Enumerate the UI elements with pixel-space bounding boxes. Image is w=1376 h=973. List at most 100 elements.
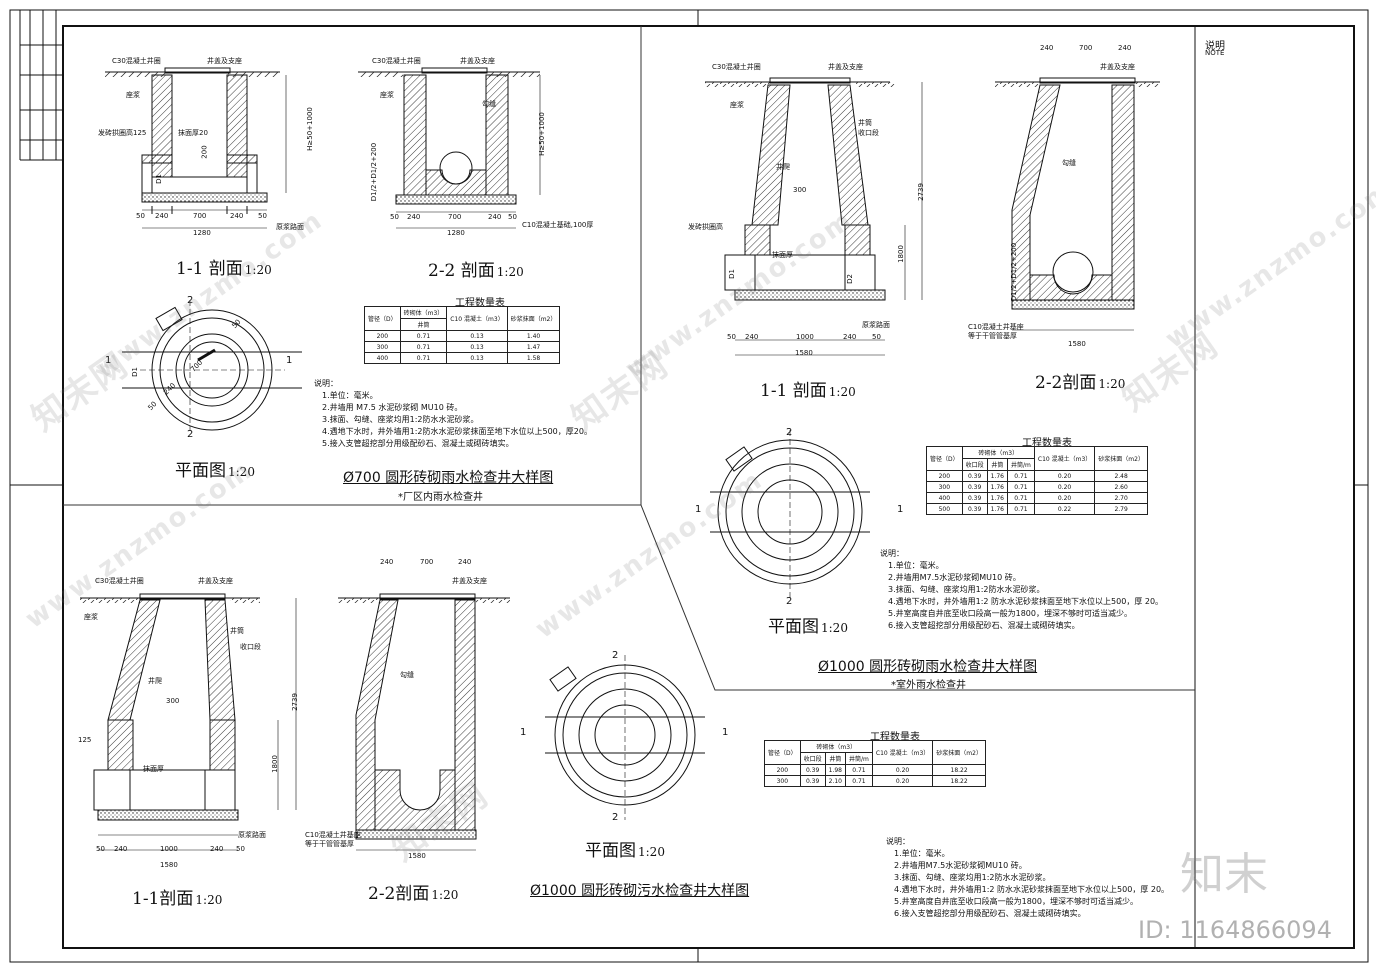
d1000r-s2-base-1: C10混凝土井基座 [968, 323, 1024, 331]
d1000r-plan-mark-2-top: 2 [786, 427, 793, 438]
d700-plan-mark-2-top: 2 [187, 295, 194, 306]
d700-s2-dim-4: 50 [508, 213, 517, 221]
d1000r-s1-dim-1: 240 [745, 333, 759, 341]
d1000s-section-2-2 [338, 593, 510, 851]
d1000r-s2-dim-2: 240 [1118, 44, 1132, 52]
d700-s1-dim-1: 240 [155, 212, 169, 220]
d1000s-s1-h1: 2739 [290, 693, 299, 711]
d1000r-s1-d2: D2 [845, 274, 854, 284]
d1000r-qty-h2: C10 混凝土（m3） [1033, 446, 1096, 471]
brand-logo: 知末 [1180, 849, 1268, 900]
d700-plan-mark-2-bottom: 2 [187, 429, 194, 440]
d700-s1-dim-0: 50 [136, 212, 145, 220]
d1000r-s2-dim-0: 240 [1040, 44, 1054, 52]
d1000s-plan [545, 655, 705, 820]
d1000s-s2-base-1: C10混凝土井基座 [305, 831, 361, 839]
d700-plan-mark-1-right: 1 [286, 355, 293, 366]
d700-s1-dim-4: 50 [258, 212, 267, 220]
d700-s1-total: 1280 [193, 229, 211, 237]
d700-s1-cover-label: 井盖及支座 [207, 57, 242, 65]
panel-dividers [63, 26, 1195, 691]
d1000r-plan-mark-1-right: 1 [897, 504, 904, 515]
d1000r-section-1-1 [705, 77, 923, 356]
d1000s-s2-channel-label: 勾缝 [400, 671, 414, 679]
d1000r-s1-step-label: 井爬 [776, 163, 790, 171]
d700-subtitle: *厂区内雨水检查井 [398, 492, 483, 503]
d700-section-1-1 [105, 67, 287, 229]
d1000r-s2-height: D1/2+D1/2+200 [1010, 242, 1019, 302]
image-id: ID: 1164866094 [1138, 916, 1332, 944]
d700-s1-mortar-label: 座浆 [126, 91, 140, 99]
d1000r-plan [710, 430, 870, 600]
d1000r-s2-cover-label: 井盖及支座 [1100, 63, 1135, 71]
d1000s-s2-dim-0: 240 [380, 558, 394, 566]
d700-s1-ring-label: C30混凝土井圈 [112, 57, 161, 65]
d1000r-s1-dim-0: 50 [727, 333, 736, 341]
note-header-en: NOTE [1205, 49, 1225, 57]
d1000r-s2-dim-1: 700 [1079, 44, 1093, 52]
d1000r-qty-h3: 砂浆抹面（m2） [1094, 446, 1148, 471]
d700-qty-title: 工程数量表 [455, 298, 505, 309]
d1000s-s1-h2: 1800 [270, 755, 279, 773]
d1000s-qty-table: 管径（D）砖砌体（m3）C10 混凝土（m3）砂浆抹面（m2） 收口段井筒井筒/… [764, 740, 986, 787]
d1000r-s2-base-2: 等于干管管基厚 [968, 332, 1017, 340]
d1000s-s1-dim-2: 1000 [160, 845, 178, 853]
d1000s-s1-dim-3: 240 [210, 845, 224, 853]
d1000s-qty-title: 工程数量表 [870, 732, 920, 743]
d1000r-s2-total: 1580 [1068, 340, 1086, 348]
d1000s-s1-total: 1580 [160, 861, 178, 869]
d700-s2-height: H≥50+1000 [537, 112, 546, 156]
d1000r-qty-h1: 砖砌体（m3） [961, 446, 1035, 459]
d700-s2-dim-2: 700 [448, 213, 462, 221]
d700-s1-plaster-label: 抹面厚20 [178, 129, 208, 137]
d1000r-qty-h0: 管径（D） [926, 446, 963, 471]
d700-s2-total: 1280 [447, 229, 465, 237]
d700-s2-cover-label: 井盖及支座 [460, 57, 495, 65]
d1000s-s1-mortar-label: 座浆 [84, 613, 98, 621]
d1000r-s1-dim-3: 240 [843, 333, 857, 341]
d1000r-plan-mark-1-left: 1 [695, 504, 702, 515]
d1000s-s1-p300: 300 [166, 697, 180, 705]
d1000r-s1-tamped-label: 原浆路面 [862, 321, 890, 329]
d1000s-plan-mark-2-bottom: 2 [612, 812, 619, 823]
d700-qty-h3: 砂浆抹面（m2） [506, 306, 561, 331]
d1000r-s1-brick-label: 发砖拱圈高 [688, 223, 723, 231]
d1000r-s1-h2: 1800 [896, 245, 905, 263]
d700-s2-channel-label: 勾缝 [482, 100, 496, 108]
d1000s-plan-mark-1-left: 1 [520, 727, 527, 738]
d700-s1-dim-2: 700 [193, 212, 207, 220]
d700-s1-brick-label: 发砖拱圈高125 [98, 129, 147, 137]
d1000s-s1-wall-label: 井筒 [230, 627, 244, 635]
d700-s2-mortar-label: 座浆 [380, 91, 394, 99]
d1000r-s1-mortar-label: 座浆 [730, 101, 744, 109]
d1000s-s2-dim-1: 700 [420, 558, 434, 566]
d1000r-s1-ring-label: C30混凝土井圈 [712, 63, 761, 71]
d1000s-s1-d125: 125 [78, 736, 92, 744]
d1000s-qty-h0: 管径（D） [764, 740, 801, 765]
d700-s2-dim-3: 240 [488, 213, 502, 221]
d1000s-s2-cover-label: 井盖及支座 [452, 577, 487, 585]
d700-s2-dim-0: 50 [390, 213, 399, 221]
d1000r-s1-d1: D1 [727, 269, 736, 279]
d700-s2-dim-1: 240 [407, 213, 421, 221]
d1000r-qty-title: 工程数量表 [1022, 438, 1072, 449]
d1000s-s1-tamped-label: 原浆路面 [238, 831, 266, 839]
d1000s-title: Ø1000 圆形砖砌污水检查井大样图 [530, 883, 750, 899]
d700-section-2-2 [358, 67, 541, 229]
d1000s-qty-h3: 砂浆抹面（m2） [932, 740, 986, 765]
d700-qty-h0: 管径（D） [364, 306, 401, 331]
d700-notes: 说明： 1.单位：毫米。 2.井墙用 M7.5 水泥砂浆砌 MU10 砖。 3.… [314, 379, 592, 448]
d1000r-s1-reducer-label: 收口段 [858, 129, 879, 137]
d700-plan [122, 300, 302, 431]
